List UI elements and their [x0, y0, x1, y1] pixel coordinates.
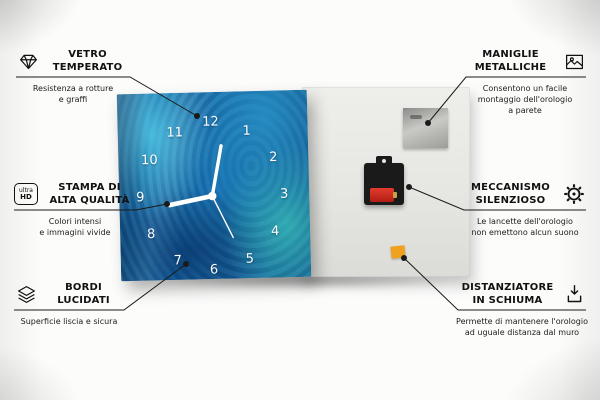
- callout-title: MANIGLIE METALLICHE: [474, 49, 547, 73]
- clock-hands: [167, 144, 234, 239]
- picture-frame-icon: [562, 49, 586, 73]
- ultra-hd-label-top: ultra: [19, 186, 33, 194]
- callout-print-quality: ultra HD STAMPA DI ALTA QUALITÀ Colori i…: [14, 178, 136, 238]
- callout-subtitle: Le lancette dell'orologio non emettono a…: [471, 217, 579, 238]
- ultra-hd-label-bottom: HD: [20, 192, 32, 201]
- gear-icon: [562, 182, 586, 206]
- callout-subtitle: Superficie liscia e sicura: [20, 317, 118, 326]
- battery-contact: [393, 192, 397, 198]
- callout-subtitle: Permette di mantenere l'orologio ad ugua…: [456, 317, 588, 338]
- callout-subtitle: Consentono un facile montaggio dell'orol…: [477, 84, 573, 116]
- callout-title: STAMPA DI ALTA QUALITÀ: [49, 182, 130, 206]
- clock-front-view: 12 1 2 3 4 5 6 7 8 9 10 11: [116, 89, 312, 282]
- clock-mechanism: [364, 156, 404, 205]
- callout-title: DISTANZIATORE IN SCHIUMA: [461, 282, 554, 306]
- ultra-hd-icon: ultra HD: [14, 182, 38, 206]
- callout-tempered-glass: VETRO TEMPERATO Resistenza a rotture e g…: [16, 45, 130, 105]
- foam-spacer: [390, 245, 406, 259]
- diamond-icon: [16, 49, 40, 73]
- callout-foam-spacer: DISTANZIATORE IN SCHIUMA Permette di man…: [446, 278, 598, 338]
- callout-silent-mechanism: MECCANISMO SILENZIOSO Le lancette dell'o…: [452, 178, 598, 238]
- callout-title: MECCANISMO SILENZIOSO: [471, 182, 550, 206]
- battery: [370, 188, 397, 202]
- metal-hanger-plate: [403, 108, 448, 148]
- callout-subtitle: Colori intensi e immagini vivide: [39, 217, 111, 238]
- callout-metal-handles: MANIGLIE METALLICHE Consentono un facile…: [452, 45, 598, 117]
- callout-title: BORDI LUCIDATI: [57, 282, 110, 306]
- layers-icon: [14, 282, 38, 306]
- clock-back-view: [302, 87, 470, 277]
- mechanism-hanger-hole: [382, 159, 386, 163]
- callout-subtitle: Resistenza a rotture e graffi: [32, 84, 114, 105]
- callout-polished-edges: BORDI LUCIDATI Superficie liscia e sicur…: [14, 278, 124, 327]
- callout-title: VETRO TEMPERATO: [52, 49, 123, 73]
- spacer-icon: [562, 282, 586, 306]
- hanger-slot: [410, 115, 422, 119]
